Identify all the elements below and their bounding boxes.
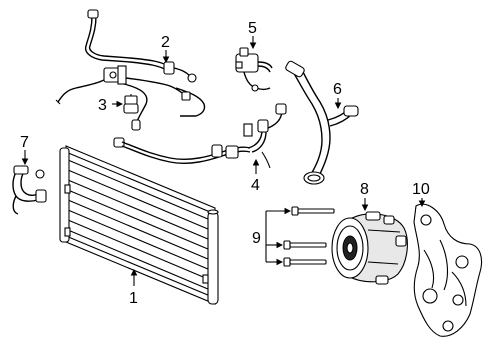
ac-line-upper	[55, 9, 206, 131]
compressor-bracket	[413, 203, 483, 337]
callout-8: 8	[360, 181, 369, 198]
small-hose	[12, 165, 47, 215]
callout-10: 10	[412, 181, 430, 198]
callout-5: 5	[248, 20, 257, 37]
callout-labels: 1 2 3 4 5 6 7 8 9 10	[20, 20, 430, 307]
compressor	[331, 211, 408, 285]
pressure-switch	[123, 94, 139, 114]
bolt-middle	[283, 240, 327, 250]
callout-2: 2	[161, 34, 170, 51]
callout-9: 9	[252, 230, 261, 247]
callout-4: 4	[251, 177, 260, 194]
leader-lines	[21, 36, 426, 286]
callout-6: 6	[333, 81, 342, 98]
bolts	[283, 206, 335, 267]
callout-7: 7	[20, 134, 29, 151]
bolt-top	[291, 206, 335, 216]
valve-fitting	[235, 47, 273, 92]
bolt-bottom	[283, 257, 327, 267]
condenser	[59, 145, 219, 305]
callout-3: 3	[98, 97, 107, 114]
callout-1: 1	[129, 290, 138, 307]
ac-line-lower	[113, 103, 287, 169]
ac-hose	[285, 60, 359, 185]
